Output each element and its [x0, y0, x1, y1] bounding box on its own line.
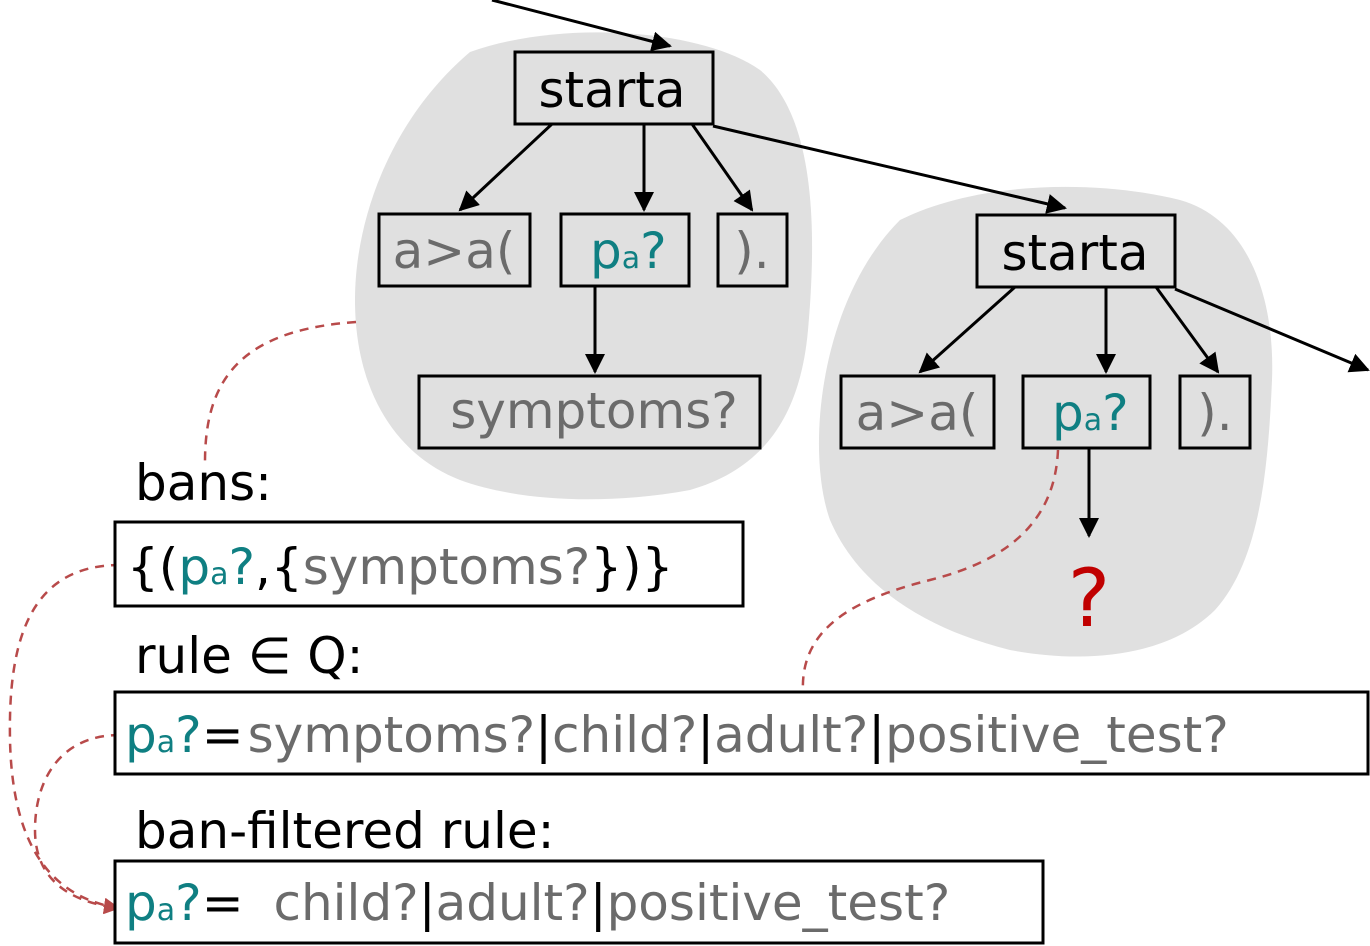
tree2-root-box [975, 213, 1177, 289]
bans-box [113, 520, 745, 608]
dashed-link-tree1-to-bans [203, 320, 357, 463]
dashed-link-rule-to-filtered [33, 733, 121, 915]
tree1-child3-label: ). [734, 222, 769, 280]
tree1-child2-label: pa? [590, 222, 667, 280]
unknown-expansion-mark: ? [1068, 552, 1110, 645]
tree2-child2-box [1021, 374, 1152, 450]
tree2-edge-1 [918, 285, 1017, 374]
rule-heading: rule ∈ Q: [135, 627, 363, 685]
tree1-root-box [513, 50, 715, 126]
tree2-child1-box [839, 374, 996, 450]
tree1-edge-3 [690, 123, 754, 212]
bans-heading: bans: [135, 454, 272, 512]
tree2-child3-box [1178, 374, 1252, 450]
tree2-child1-label: a>a( [856, 384, 979, 442]
tree1-child2-box [559, 212, 691, 288]
tree2-root-label: starta [1001, 224, 1148, 282]
bans-value: {(pa?,{symptoms?})} [127, 538, 673, 596]
tree1-grandchild-label: symptoms? [450, 382, 738, 440]
entry-arrow [491, 0, 672, 52]
dashed-link-bans-to-filtered [8, 563, 121, 914]
tree1-edge-1 [458, 122, 554, 212]
tree2-child2-label: pa? [1052, 384, 1129, 442]
tree-link-arrow [712, 124, 1067, 214]
dashed-link-pa-to-rule [801, 449, 1060, 693]
tree2-child3-label: ). [1197, 384, 1232, 442]
filtered-heading: ban-filtered rule: [135, 802, 554, 860]
rule-value: pa?=symptoms?|child?|adult?|positive_tes… [125, 706, 1229, 764]
tree2-edge-3 [1154, 286, 1220, 374]
rule-box [113, 690, 1370, 776]
tree1-child3-box [716, 212, 789, 288]
tree1-child1-label: a>a( [393, 222, 516, 280]
tree2-continue-arrow [1174, 287, 1370, 373]
tree1-grandchild-box [417, 374, 762, 450]
filtered-value: pa?= child?|adult?|positive_test? [125, 874, 950, 932]
tree1-root-label: starta [538, 61, 685, 119]
filtered-box [113, 859, 1045, 945]
tree1-child1-box [377, 212, 532, 288]
